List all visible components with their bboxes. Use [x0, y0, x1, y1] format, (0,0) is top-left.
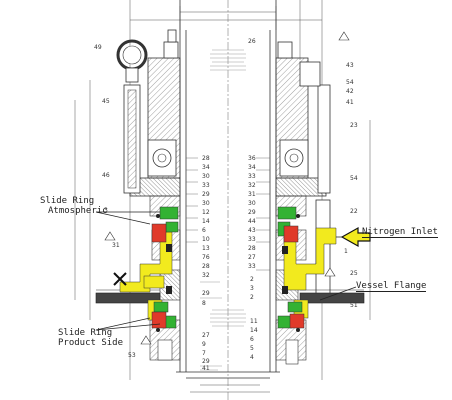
- part-number: 54: [350, 175, 358, 182]
- part-number: 23: [350, 122, 358, 129]
- part-number: 4: [250, 354, 254, 361]
- part-number: 46: [102, 172, 110, 179]
- right-seal-assembly: [277, 206, 337, 332]
- part-number: 33: [248, 173, 256, 180]
- part-number: 12: [202, 209, 210, 216]
- part-number: 33: [248, 236, 256, 243]
- part-number: 3: [104, 207, 108, 214]
- part-number: 43: [248, 227, 256, 234]
- part-number: 25: [350, 270, 358, 277]
- part-number: 6: [202, 227, 206, 234]
- center-text-blocks: [200, 49, 246, 371]
- part-number: 44: [248, 218, 256, 225]
- part-number: 76: [202, 254, 210, 261]
- part-number: 5: [250, 345, 254, 352]
- part-number: 9: [202, 341, 206, 348]
- part-number: 1: [344, 248, 348, 255]
- part-number: 26: [248, 38, 256, 45]
- part-number: 41: [346, 99, 354, 106]
- part-leader-stubs: [186, 157, 270, 271]
- cross-mark: [113, 272, 127, 286]
- vessel-flange: [95, 289, 365, 304]
- part-number: 34: [248, 164, 256, 171]
- nitrogen-inlet-label: Nitrogen Inlet: [362, 227, 438, 238]
- part-number: 33: [248, 263, 256, 270]
- part-number: 51: [350, 302, 358, 309]
- part-number: 29: [202, 191, 210, 198]
- part-number: 32: [202, 272, 210, 279]
- part-number: 13: [202, 245, 210, 252]
- part-number: 6: [250, 336, 254, 343]
- slide-ring-product-label: Slide Ring Product Side: [58, 328, 123, 348]
- left-seal-assembly: [119, 206, 179, 332]
- part-number: 14: [250, 327, 258, 334]
- part-number: 8: [202, 300, 206, 307]
- part-number: 14: [202, 218, 210, 225]
- part-number: 45: [102, 98, 110, 105]
- part-number: 53: [128, 352, 136, 359]
- part-number: 49: [94, 44, 102, 51]
- part-number: 29: [202, 290, 210, 297]
- part-number: 11: [250, 318, 258, 325]
- part-number: 27: [248, 254, 256, 261]
- warning-triangles: [104, 31, 350, 345]
- part-number: 34: [202, 164, 210, 171]
- part-number: 10: [202, 236, 210, 243]
- part-number: 31: [248, 191, 256, 198]
- part-number: 28: [202, 155, 210, 162]
- part-number: 36: [248, 155, 256, 162]
- part-number: 7: [202, 350, 206, 357]
- slide-ring-prod-subtitle: Product Side: [58, 338, 124, 348]
- slide-ring-atm-subtitle: Atmospheric: [48, 206, 108, 216]
- slide-ring-atmospheric-label: Slide Ring Atmospheric: [40, 196, 108, 216]
- slide-ring-atm-title: Slide Ring: [40, 196, 95, 206]
- part-number: 29: [248, 209, 256, 216]
- part-number: 41: [202, 365, 210, 372]
- part-number: 27: [202, 332, 210, 339]
- part-number: 2: [250, 294, 254, 301]
- part-number: 33: [202, 182, 210, 189]
- part-number: 30: [248, 200, 256, 207]
- part-number: 22: [350, 208, 358, 215]
- part-number: 43: [346, 62, 354, 69]
- part-number: 31: [112, 242, 120, 249]
- part-number: 28: [202, 263, 210, 270]
- part-number: 2: [250, 276, 254, 283]
- part-number: 30: [202, 173, 210, 180]
- slide-ring-prod-title: Slide Ring: [58, 328, 113, 338]
- part-number: 54: [346, 79, 354, 86]
- part-number: 32: [248, 182, 256, 189]
- part-number: 3: [250, 285, 254, 292]
- part-number: 42: [346, 88, 354, 95]
- vessel-flange-label: Vessel Flange: [356, 281, 427, 292]
- part-number: 30: [202, 200, 210, 207]
- shaft-bottom: [176, 371, 280, 379]
- part-number: 28: [248, 245, 256, 252]
- part-number: 29: [202, 358, 210, 365]
- leader-lines: [95, 211, 360, 331]
